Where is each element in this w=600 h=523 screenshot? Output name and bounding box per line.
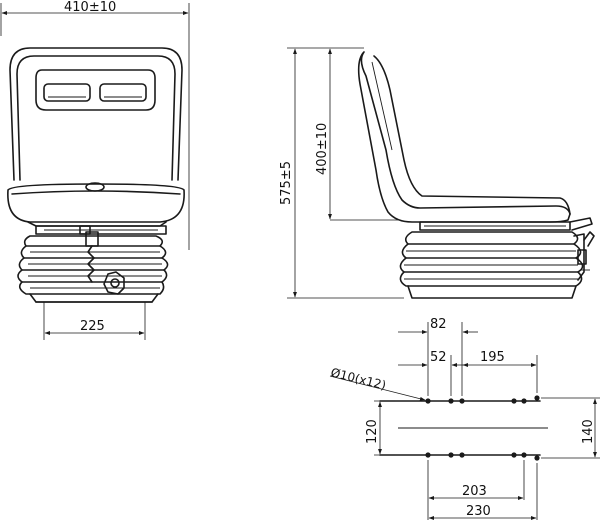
dim-140-label: 140 — [581, 419, 596, 444]
mounting-pattern: 82 52 195 Ø10(x12) 120 — [329, 317, 600, 520]
mount-hole — [459, 452, 465, 458]
dim-203: 203 — [427, 460, 525, 520]
dim-195-label: 195 — [480, 350, 505, 365]
mount-hole — [534, 455, 540, 461]
mount-hole — [521, 398, 527, 404]
side-seat-profile — [357, 51, 571, 223]
front-view: 410±10 — [0, 0, 190, 340]
front-base-dimension: 225 — [43, 302, 146, 340]
backrest-slot-right — [99, 83, 147, 102]
dim-82-label: 82 — [430, 317, 447, 332]
front-weight-adjuster — [85, 231, 125, 295]
mount-hole — [534, 395, 540, 401]
hole-callout-label: Ø10(x12) — [329, 365, 387, 392]
dim-140: 140 — [541, 397, 600, 459]
dim-230: 230 — [428, 463, 538, 520]
mount-hole — [521, 452, 527, 458]
side-suspension-bellows — [399, 231, 584, 299]
mount-hole — [425, 452, 431, 458]
backrest-panel — [35, 69, 156, 111]
mount-hole — [448, 398, 454, 404]
mounting-holes — [425, 395, 540, 461]
front-width-label: 410±10 — [64, 0, 116, 15]
dim-52: 52 — [398, 350, 468, 396]
side-total-height-label: 575±5 — [279, 161, 294, 205]
side-backrest-height-dimension: 400±10 — [315, 48, 400, 221]
side-total-height-dimension: 575±5 — [279, 47, 404, 299]
dim-230-label: 230 — [466, 504, 491, 519]
backrest-slot-left — [43, 83, 91, 102]
dim-203-label: 203 — [462, 484, 487, 499]
dim-120: 120 — [365, 400, 395, 456]
front-slider-rails — [27, 221, 167, 235]
front-seat-cushion — [7, 182, 185, 223]
mount-hole — [448, 452, 454, 458]
dim-120-label: 120 — [365, 419, 380, 444]
adjuster-knob — [103, 271, 125, 295]
front-base-width-label: 225 — [80, 319, 105, 334]
mount-hole — [511, 398, 517, 404]
side-view: 575±5 400±10 — [279, 47, 595, 299]
dim-52-label: 52 — [430, 350, 447, 365]
front-backrest — [9, 47, 183, 181]
dim-195: 195 — [462, 350, 538, 393]
hole-callout: Ø10(x12) — [329, 365, 426, 401]
side-backrest-height-label: 400±10 — [315, 123, 330, 175]
mount-hole — [511, 452, 517, 458]
side-adjust-lever — [573, 231, 595, 281]
mount-hole — [425, 398, 431, 404]
side-slider-rail — [419, 217, 593, 231]
seat-emblem — [85, 182, 105, 192]
dim-82: 82 — [398, 317, 478, 396]
mount-hole — [459, 398, 465, 404]
front-width-dimension: 410±10 — [0, 0, 190, 250]
